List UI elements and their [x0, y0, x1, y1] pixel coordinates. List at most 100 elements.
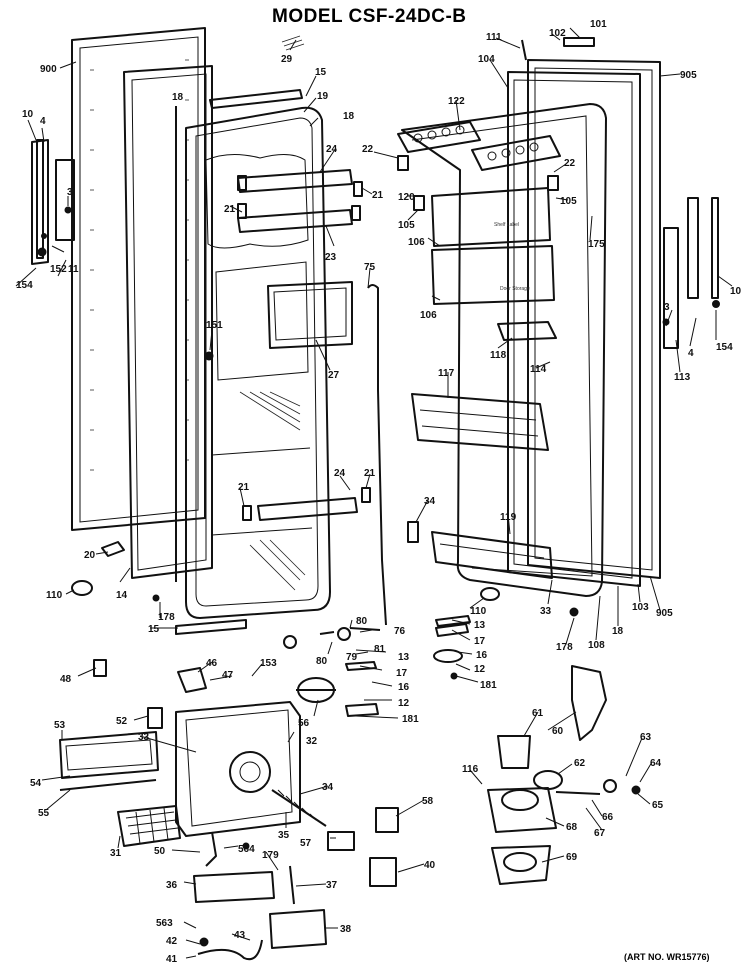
callout-108: 108 [588, 640, 605, 651]
callout-152: 152 [50, 264, 67, 275]
callout-17-right: 17 [474, 636, 486, 647]
callout-15-bottom: 15 [148, 624, 160, 635]
control-36-37-38 [193, 831, 327, 949]
callout-27: 27 [328, 370, 340, 381]
callout-153: 153 [260, 658, 277, 669]
ice-bucket-assembly [175, 701, 301, 837]
callout-102: 102 [549, 28, 566, 39]
bracket-48-60 [93, 659, 207, 729]
callout-34: 34 [322, 782, 334, 793]
callout-3: 3 [67, 187, 73, 198]
callout-900: 900 [40, 64, 57, 75]
callout-4: 4 [40, 116, 46, 127]
callout-41: 41 [166, 954, 178, 965]
callout-48: 48 [60, 674, 72, 685]
callout-19: 19 [317, 91, 329, 102]
callout-175: 175 [588, 239, 605, 250]
callout-114: 114 [530, 364, 547, 375]
freezer-tray-27 [267, 281, 353, 349]
callout-21-left: 21 [224, 204, 236, 215]
callout-75: 75 [364, 262, 376, 273]
fasteners-left [152, 106, 214, 602]
callout-76: 76 [394, 626, 406, 637]
callout-53: 53 [54, 720, 66, 731]
callout-61: 61 [532, 708, 544, 719]
callout-42: 42 [166, 936, 178, 947]
callout-16: 16 [398, 682, 410, 693]
callout-65: 65 [652, 800, 664, 811]
callout-67: 67 [594, 828, 606, 839]
callout-103: 103 [632, 602, 649, 613]
callout-178-right: 178 [556, 642, 573, 653]
callout-12-right: 12 [474, 664, 486, 675]
callout-10-right: 10 [730, 286, 742, 297]
panel-53 [59, 731, 159, 779]
art-number: (ART NO. WR15776) [624, 952, 710, 962]
tube-75 [367, 284, 387, 626]
right-misc-parts [397, 37, 595, 617]
freezer-shelf-lower [257, 497, 358, 521]
egg-tray-122 [397, 121, 561, 171]
callout-563: 563 [156, 918, 173, 929]
right-hinge-parts [662, 197, 720, 349]
callout-20: 20 [84, 550, 96, 561]
callout-101: 101 [590, 19, 607, 30]
callout-22-right: 22 [564, 158, 576, 169]
callout-46: 46 [206, 658, 218, 669]
callout-151: 151 [206, 320, 223, 331]
dispenser-small-parts [242, 615, 471, 851]
callout-55: 55 [38, 808, 50, 819]
callout-47: 47 [222, 670, 234, 681]
callout-11: 11 [68, 264, 79, 275]
wire-41-43 [197, 937, 263, 961]
callout-57: 57 [300, 838, 312, 849]
shelf-106-upper: Shelf Label [431, 187, 551, 247]
callout-80-lower: 80 [316, 656, 328, 667]
callout-16-right: 16 [476, 650, 488, 661]
callout-60: 60 [552, 726, 564, 737]
grille-31 [117, 805, 181, 847]
dairy-door-118 [497, 321, 557, 341]
callout-66: 66 [602, 812, 614, 823]
shelf-label-text: Shelf Label [494, 222, 519, 228]
callout-35: 35 [278, 830, 290, 841]
door-bin-119 [431, 531, 553, 579]
callout-69: 69 [566, 852, 578, 863]
callout-23: 23 [325, 252, 337, 263]
callout-17: 17 [396, 668, 408, 679]
trim-15-top [209, 89, 303, 109]
leader-lines [15, 27, 733, 959]
auger-35 [271, 789, 327, 827]
callout-32: 32 [306, 736, 318, 747]
callout-18-right: 18 [343, 111, 355, 122]
callout-68: 68 [566, 822, 578, 833]
callout-10: 10 [22, 109, 34, 120]
cover-29 [281, 35, 305, 51]
callout-13: 13 [398, 652, 410, 663]
cam-110-left [71, 580, 93, 596]
callout-905-bottom: 905 [656, 608, 673, 619]
callout-52: 52 [116, 716, 128, 727]
callout-179: 179 [262, 850, 279, 861]
callout-106: 106 [408, 237, 425, 248]
callout-18-bottom: 18 [612, 626, 624, 637]
callout-15: 15 [315, 67, 327, 78]
freezer-door-gasket [123, 65, 213, 579]
freezer-door-liner [185, 106, 331, 619]
callout-37: 37 [326, 880, 338, 891]
callout-105: 105 [398, 220, 415, 231]
callout-564: 564 [238, 844, 255, 855]
callout-64: 64 [650, 758, 662, 769]
diagram-title: MODEL CSF-24DC-B [272, 6, 467, 27]
callout-34-right: 34 [424, 496, 436, 507]
callout-43: 43 [234, 930, 246, 941]
callout-36: 36 [166, 880, 178, 891]
callout-56: 56 [298, 718, 310, 729]
callout-63: 63 [640, 732, 652, 743]
fresh-food-door-liner [401, 103, 607, 597]
callout-119: 119 [500, 512, 517, 523]
callout-33-right: 33 [540, 606, 552, 617]
callout-29: 29 [281, 54, 293, 65]
